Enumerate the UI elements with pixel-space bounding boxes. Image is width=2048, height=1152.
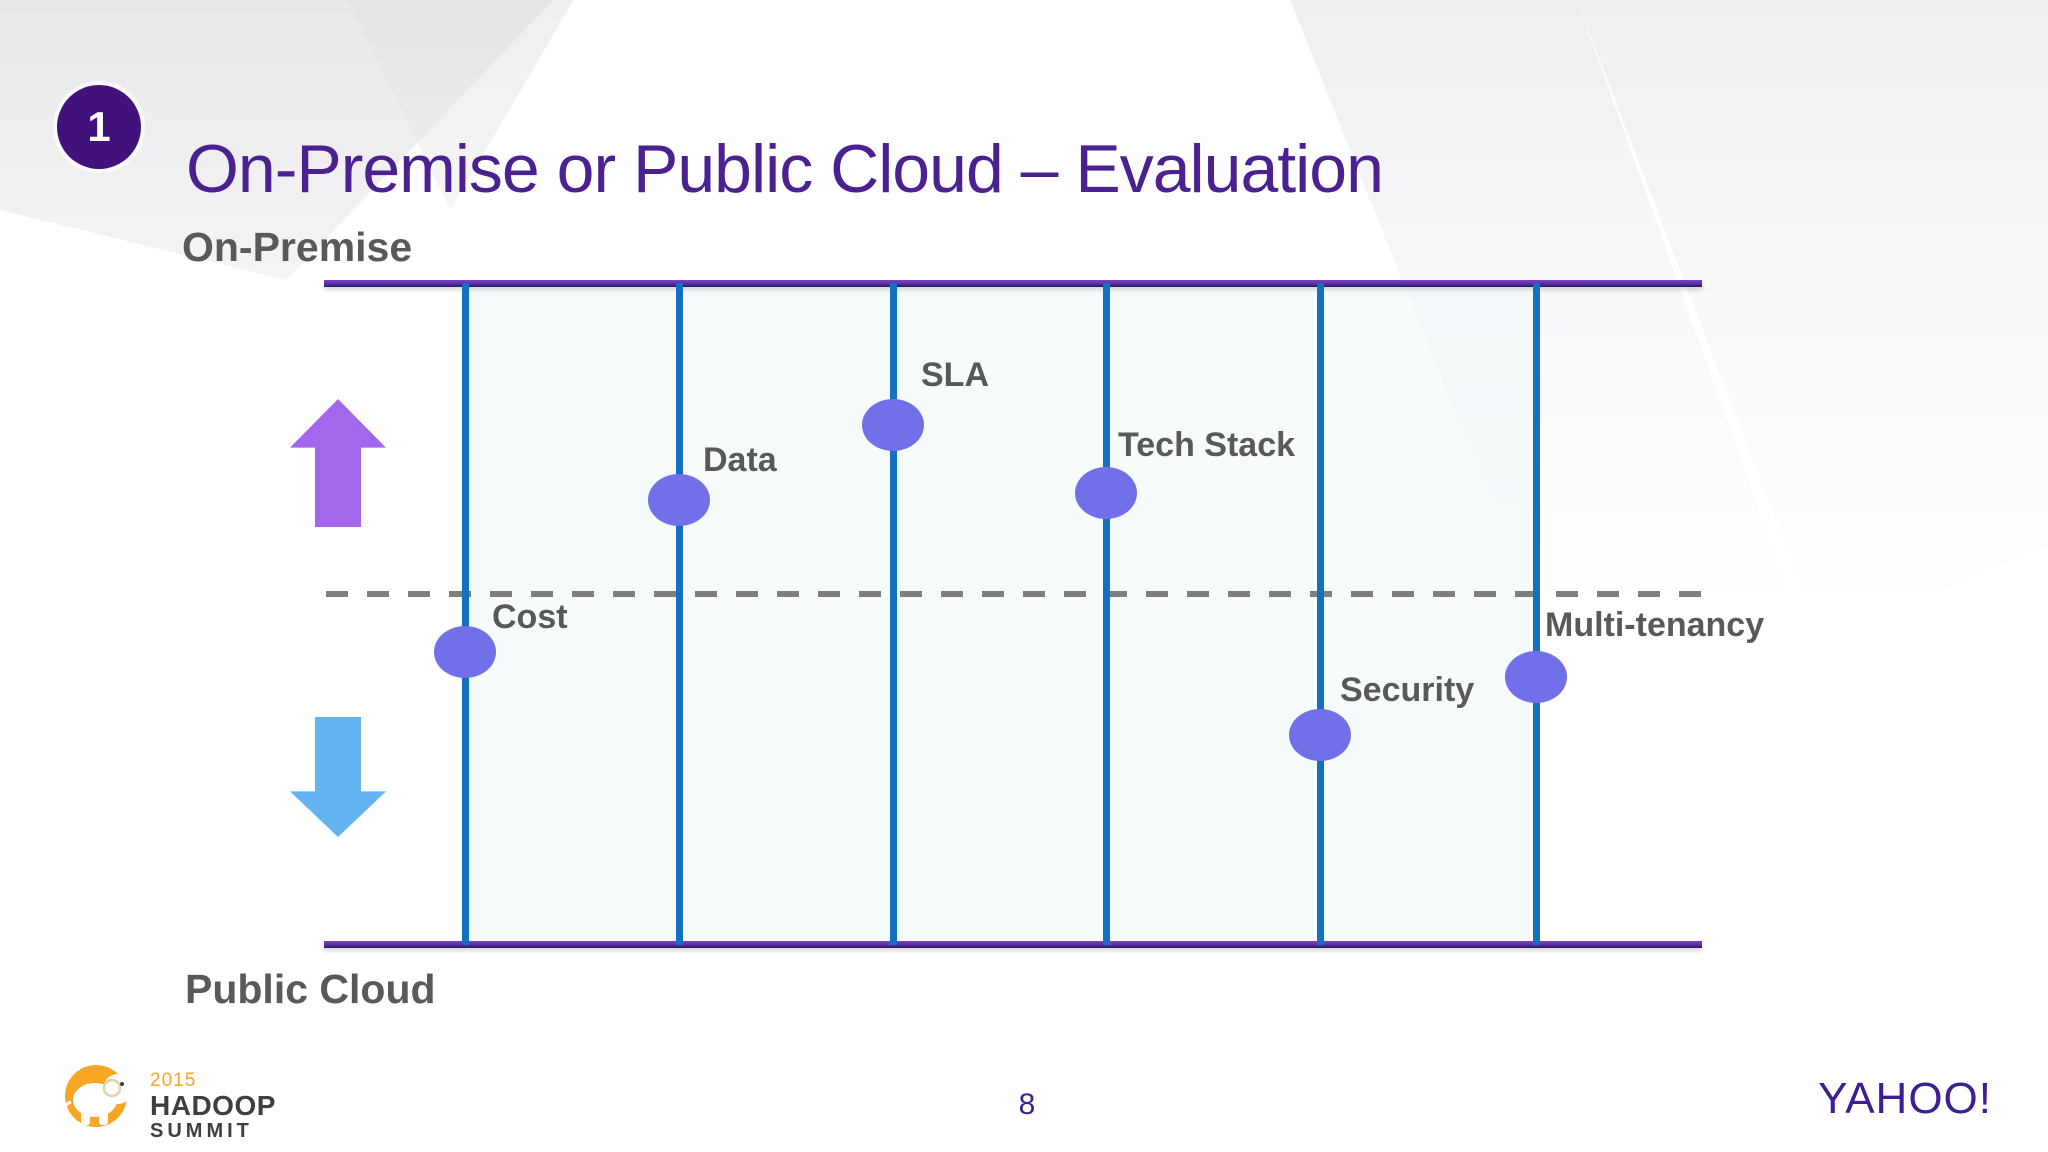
factor-label-tech-stack: Tech Stack (1118, 426, 1296, 464)
slide-number-badge-text: 1 (87, 103, 111, 150)
factor-line-multi-tenancy (1533, 283, 1540, 945)
hadoop-logo-year: 2015 (150, 1070, 197, 1091)
midpoint-dashed-line (326, 591, 1702, 597)
background-fade (0, 0, 2048, 760)
factor-line-tech-stack (1103, 283, 1110, 945)
factor-dot-security (1289, 709, 1351, 761)
yahoo-logo: YAHOO! (1818, 1074, 1992, 1123)
toward-on-premise-arrow-icon (290, 399, 386, 527)
factor-label-multi-tenancy: Multi-tenancy (1545, 606, 1765, 644)
factor-dot-data (648, 474, 710, 526)
factor-dot-tech-stack (1075, 467, 1137, 519)
hadoop-summit-logo: 2015 HADOOP SUMMIT (58, 1056, 318, 1142)
slide-title: On-Premise or Public Cloud – Evaluation (186, 130, 1384, 207)
factor-dot-cost (434, 626, 496, 678)
factor-label-data: Data (703, 441, 777, 479)
factor-line-security (1317, 283, 1324, 945)
public-cloud-rail (324, 941, 1702, 948)
axis-label-public-cloud: Public Cloud (185, 966, 436, 1012)
factor-label-sla: SLA (921, 356, 989, 394)
factor-line-cost (462, 283, 469, 945)
page-number: 8 (1018, 1088, 1036, 1121)
factor-label-security: Security (1340, 671, 1475, 709)
factor-dot-sla (862, 399, 924, 451)
hadoop-elephant-icon (64, 1065, 151, 1127)
hadoop-logo-text: 2015 HADOOP SUMMIT (150, 1070, 276, 1142)
toward-public-cloud-arrow-icon (290, 717, 386, 837)
factor-line-sla (890, 283, 897, 945)
axis-label-on-premise: On-Premise (182, 224, 413, 270)
factor-label-cost: Cost (492, 598, 568, 636)
slide-number-badge: 1 (57, 85, 141, 169)
factor-line-data (676, 283, 683, 945)
hadoop-logo-line1: HADOOP (150, 1090, 276, 1121)
diagram-band-tint (462, 287, 1539, 942)
on-premise-rail (324, 280, 1702, 287)
hadoop-logo-line2: SUMMIT (150, 1120, 253, 1142)
factor-dot-multi-tenancy (1505, 651, 1567, 703)
